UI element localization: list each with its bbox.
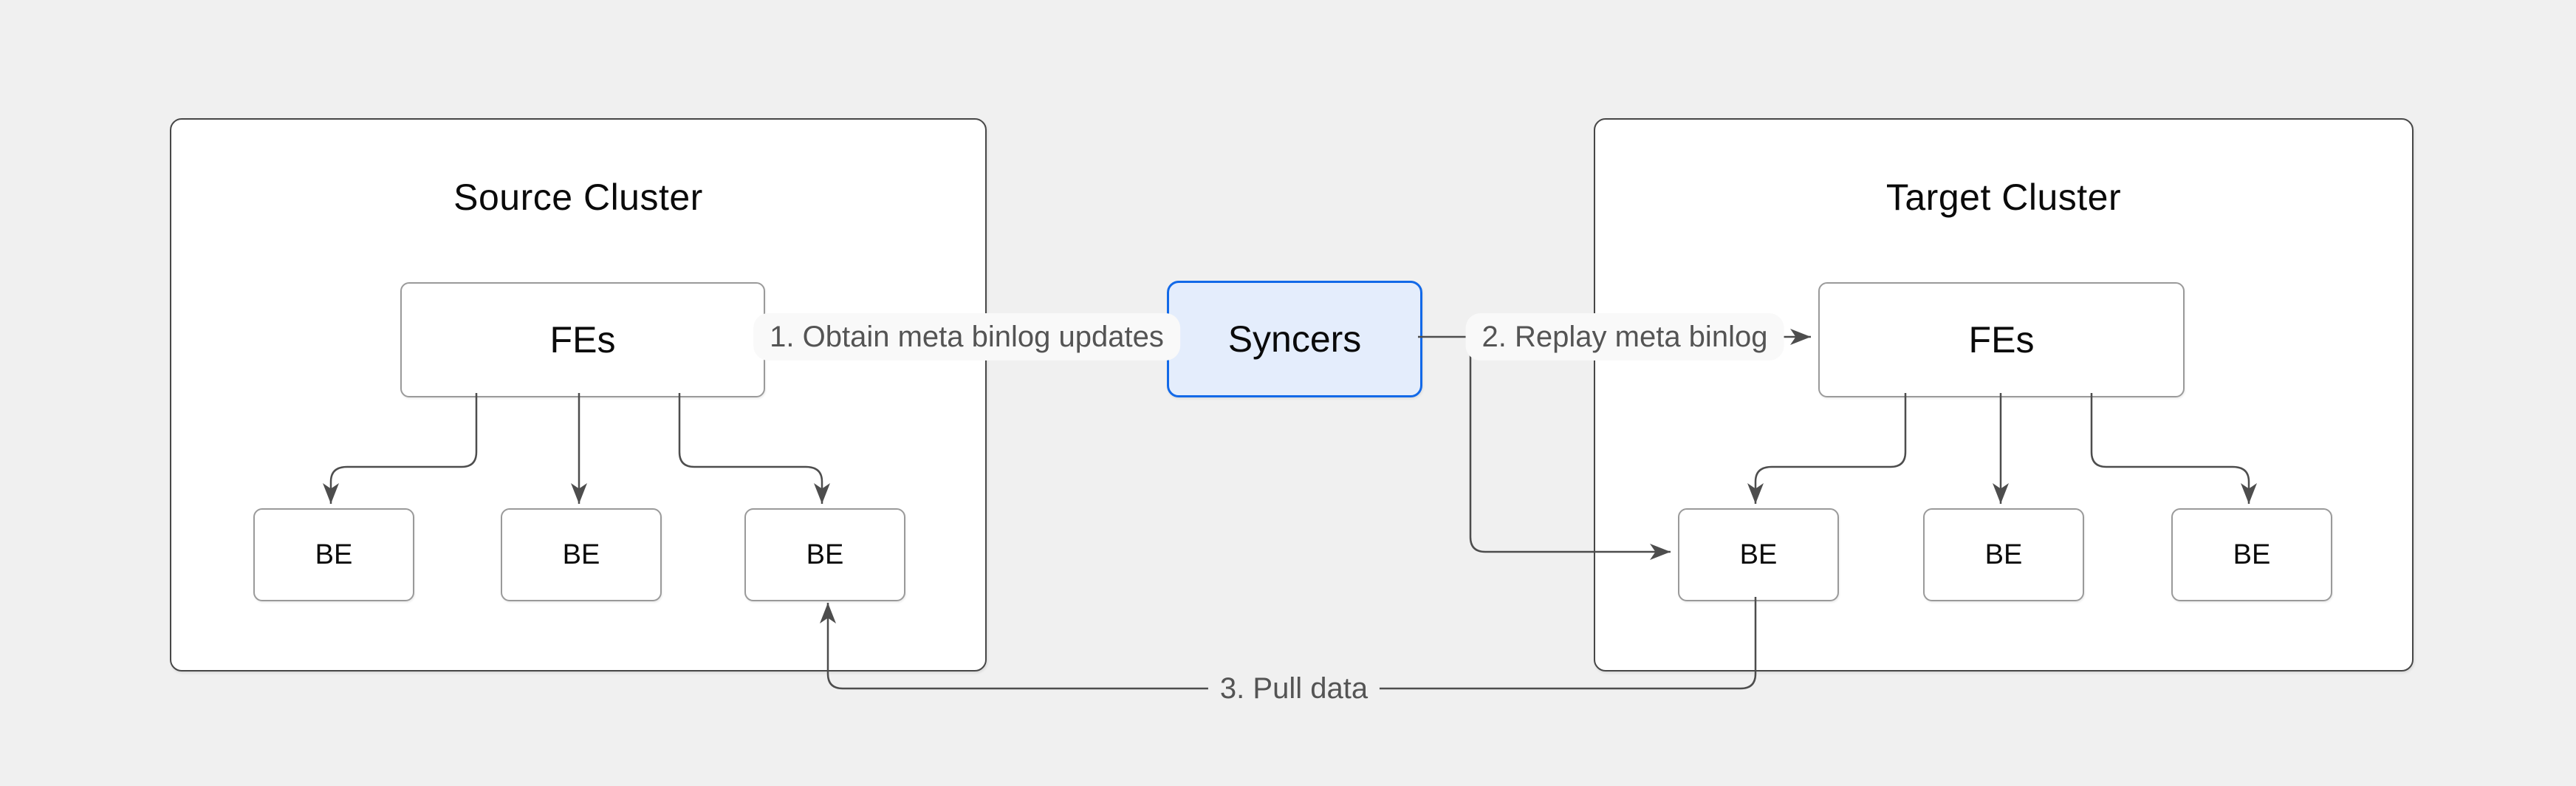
target-fes-label: FEs: [1968, 319, 2035, 360]
target-cluster-title: Target Cluster: [1885, 177, 2122, 218]
edge-label-step1: 1. Obtain meta binlog updates: [753, 313, 1180, 360]
target-be-node-2: BE: [1923, 508, 2084, 601]
target-be-node-1: BE: [1678, 508, 1839, 601]
source-be-node-2: BE: [501, 508, 662, 601]
source-be-label-2: BE: [562, 539, 600, 570]
target-be-node-3: BE: [2171, 508, 2332, 601]
source-be-node-3: BE: [744, 508, 905, 601]
edge-label-step2: 2. Replay meta binlog: [1465, 313, 1784, 360]
source-cluster-title: Source Cluster: [453, 177, 703, 218]
source-be-label-3: BE: [806, 539, 844, 570]
source-be-node-1: BE: [253, 508, 414, 601]
source-fes-label: FEs: [549, 319, 616, 360]
target-fes-node: FEs: [1818, 282, 2185, 397]
edge-label-step3: 3. Pull data: [1208, 669, 1380, 708]
target-be-label-3: BE: [2233, 539, 2271, 570]
target-be-label-2: BE: [1984, 539, 2023, 570]
source-fes-node: FEs: [400, 282, 765, 397]
syncers-node: Syncers: [1167, 281, 1422, 397]
source-be-label-1: BE: [315, 539, 353, 570]
target-be-label-1: BE: [1739, 539, 1778, 570]
syncers-label: Syncers: [1227, 318, 1362, 360]
target-cluster-box: Target Cluster FEs BE BE BE: [1594, 118, 2414, 671]
source-cluster-box: Source Cluster FEs BE BE BE: [170, 118, 987, 671]
